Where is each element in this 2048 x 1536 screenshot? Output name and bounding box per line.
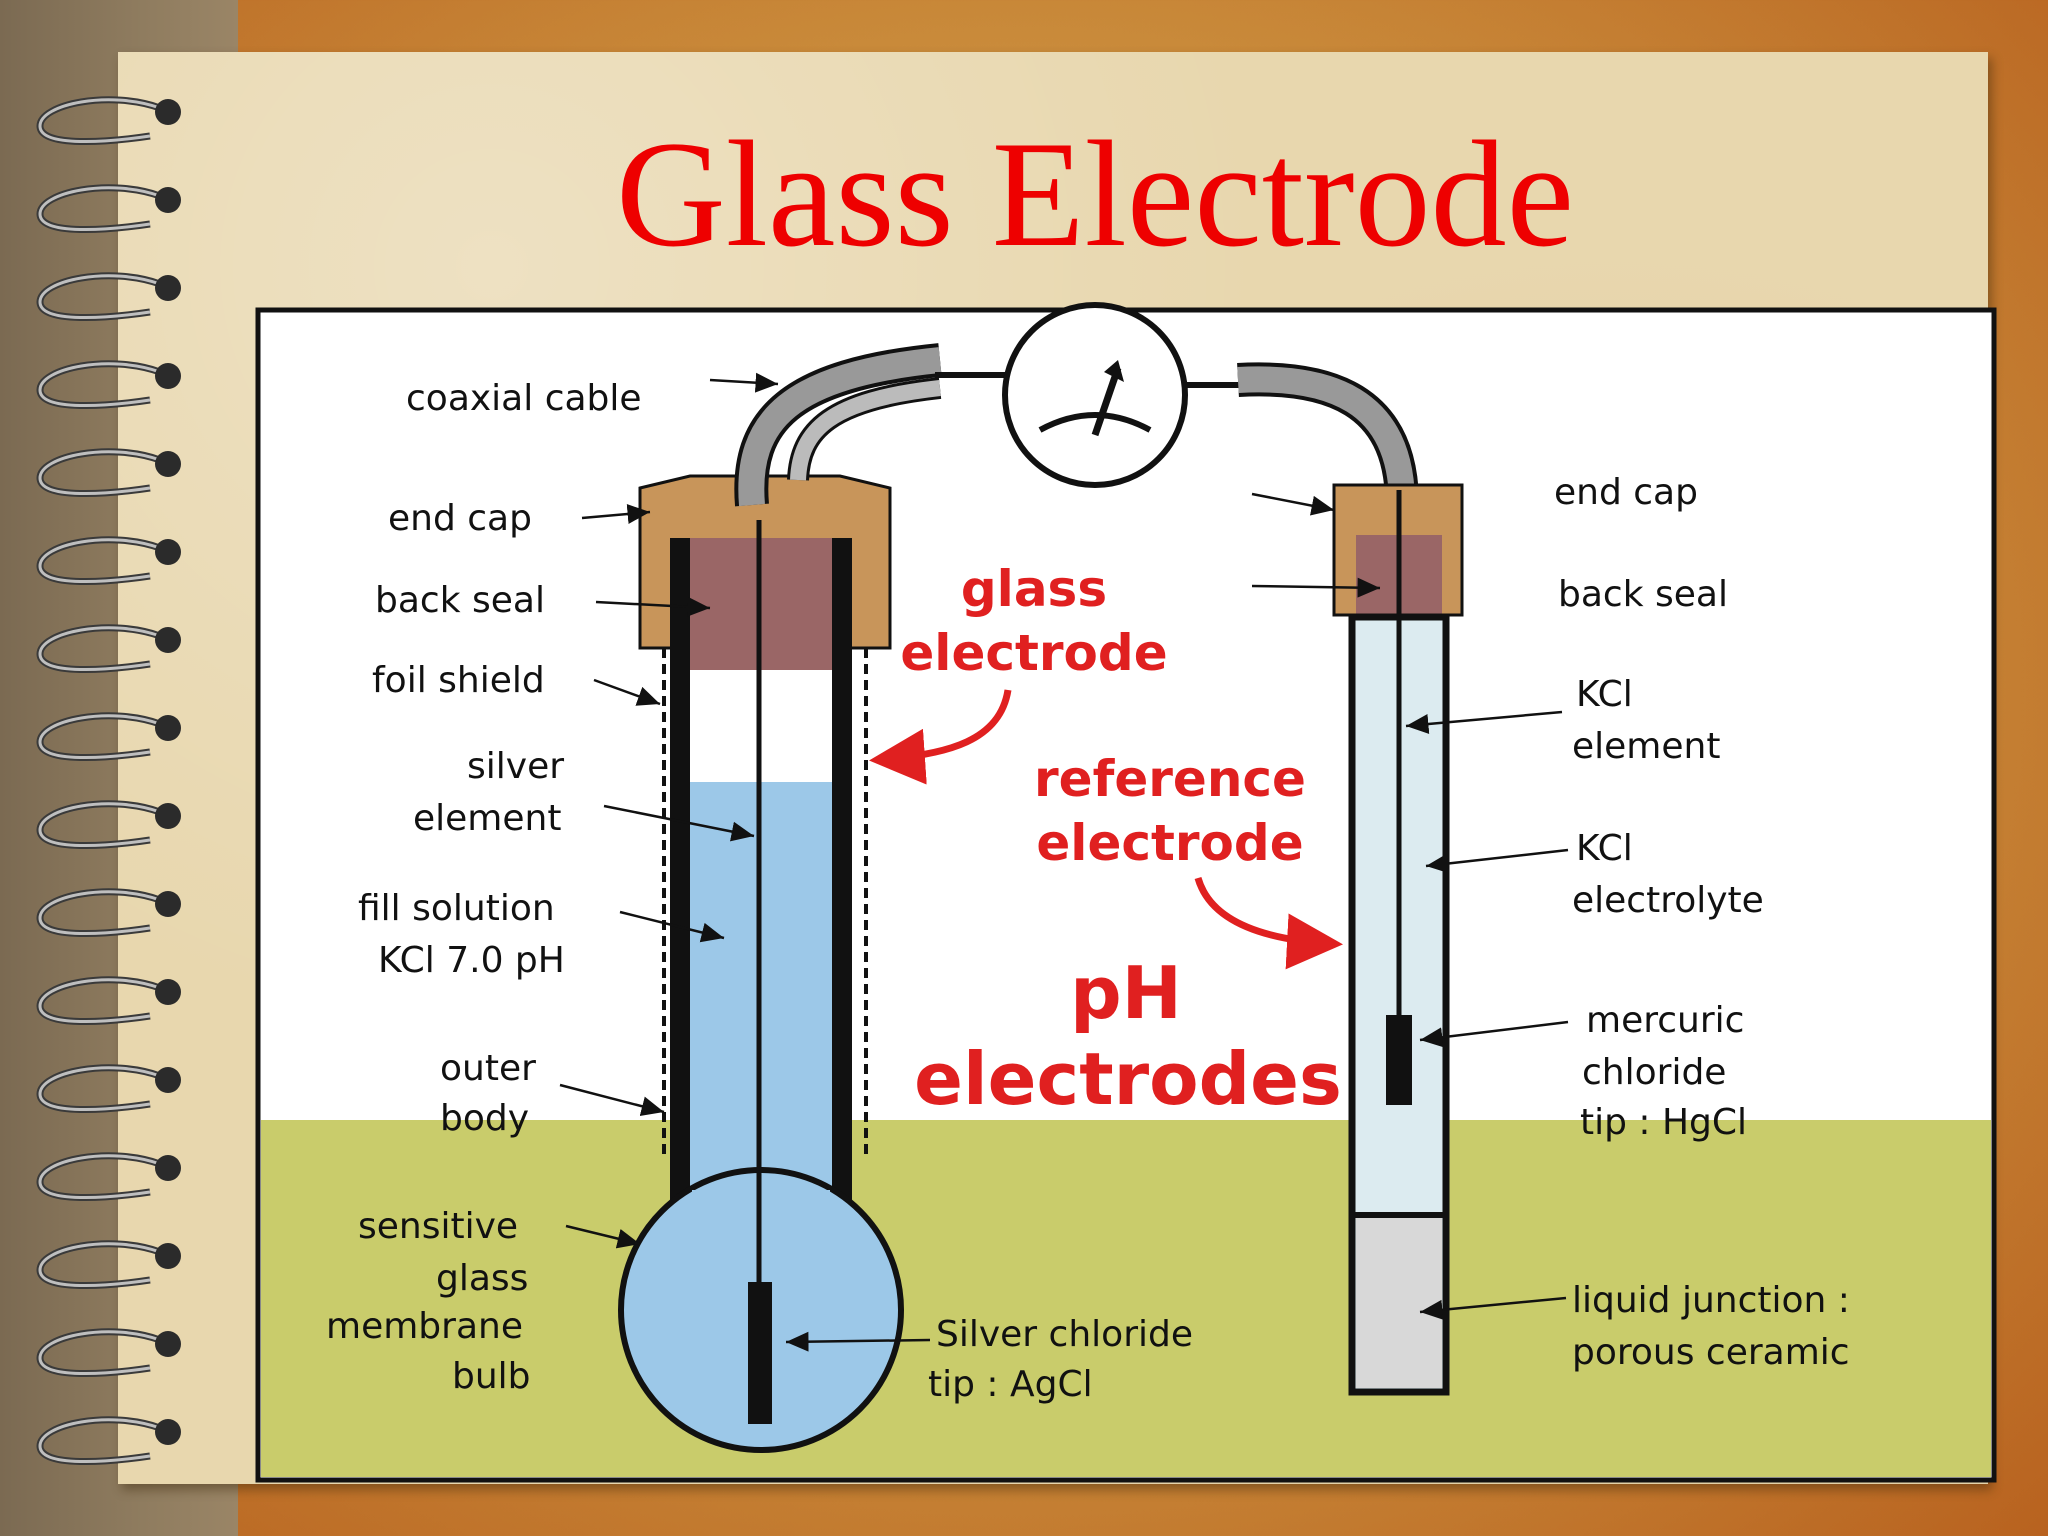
- label-outer-line1: outer: [440, 1048, 536, 1089]
- label-back-seal-left: back seal: [375, 580, 545, 621]
- glass-electrode: [618, 343, 942, 1453]
- silver-chloride-tip: [748, 1282, 772, 1424]
- label-mercuric-line2: chloride: [1582, 1052, 1726, 1093]
- binding-ring: [36, 448, 181, 497]
- label-back-seal-right: back seal: [1558, 574, 1728, 615]
- callout-reference-line2: electrode: [1036, 814, 1303, 872]
- label-liquid-junction-line2: porous ceramic: [1572, 1332, 1850, 1373]
- label-sensitive-line3: membrane: [326, 1306, 523, 1347]
- binding-ring: [36, 272, 181, 321]
- callout-glass-line1: glass: [961, 560, 1107, 618]
- label-sensitive-line1: sensitive: [358, 1206, 518, 1247]
- binding-ring: [36, 624, 181, 673]
- binding-ring: [36, 536, 181, 585]
- binding-ring: [36, 1416, 181, 1465]
- label-silver-line1: silver: [467, 746, 564, 787]
- label-mercuric-line3: tip : HgCl: [1580, 1102, 1747, 1143]
- label-fill-line1: fill solution: [358, 888, 555, 929]
- callout-ph-line1: pH: [1070, 951, 1182, 1035]
- label-silver-chloride-line2: tip : AgCl: [928, 1364, 1093, 1405]
- binding-ring: [36, 1152, 181, 1201]
- binding-ring: [36, 360, 181, 409]
- callout-glass-arrow: [869, 689, 1012, 785]
- binding-ring: [36, 976, 181, 1025]
- binding-ring: [36, 96, 181, 145]
- spiral-binding-icon: [36, 96, 181, 1465]
- label-fill-line2: KCl 7.0 pH: [378, 940, 565, 981]
- label-outer-line2: body: [440, 1098, 529, 1139]
- binding-ring: [36, 712, 181, 761]
- label-end-cap-right: end cap: [1554, 472, 1698, 513]
- label-foil-shield: foil shield: [372, 660, 545, 701]
- porous-ceramic-junction: [1356, 1215, 1442, 1388]
- ground-band: [261, 1120, 1991, 1477]
- label-kcl-element-line1: KCl: [1576, 674, 1633, 715]
- binding-ring: [36, 1240, 181, 1289]
- binding-ring: [36, 888, 181, 937]
- callout-reference-line1: reference: [1034, 750, 1306, 808]
- binding-ring: [36, 800, 181, 849]
- callout-reference-arrow: [1194, 876, 1343, 970]
- label-kcl-electrolyte-line1: KCl: [1576, 828, 1633, 869]
- label-coaxial-cable: coaxial cable: [406, 378, 642, 419]
- label-kcl-electrolyte-line2: electrolyte: [1572, 880, 1764, 921]
- mercuric-chloride-tip: [1386, 1015, 1412, 1105]
- label-mercuric-line1: mercuric: [1586, 1000, 1744, 1041]
- meter-icon: [935, 302, 1248, 488]
- binding-ring: [36, 1328, 181, 1377]
- binding-ring: [36, 1064, 181, 1113]
- callout-glass-line2: electrode: [900, 624, 1167, 682]
- label-sensitive-line2: glass: [436, 1258, 528, 1299]
- label-sensitive-line4: bulb: [452, 1356, 531, 1397]
- label-end-cap-left: end cap: [388, 498, 532, 539]
- label-kcl-element-line2: element: [1572, 726, 1720, 767]
- label-liquid-junction-line1: liquid junction :: [1572, 1280, 1850, 1321]
- label-silver-line2: element: [413, 798, 561, 839]
- slide-title: Glass Electrode: [615, 110, 1575, 278]
- binding-ring: [36, 184, 181, 233]
- callout-ph-line2: electrodes: [914, 1037, 1342, 1121]
- label-silver-chloride-line1: Silver chloride: [936, 1314, 1193, 1355]
